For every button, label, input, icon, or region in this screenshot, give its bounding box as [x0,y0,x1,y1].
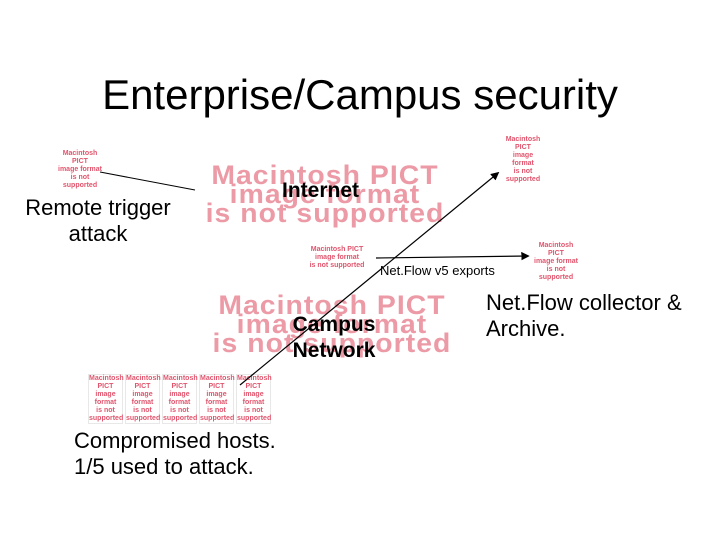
host-image: Macintosh PICT image format is not suppo… [88,374,124,424]
host-image: Macintosh PICT image format is not suppo… [199,374,235,424]
internet-host-image: Macintosh PICT image format is not suppo… [503,136,543,184]
compromised-hosts-images: Macintosh PICT image format is not suppo… [88,374,272,424]
campus-cloud-image: Macintosh PICT image format is not suppo… [212,290,452,358]
campus-network-label: Campus Network [292,313,376,362]
collector-server-image: Macintosh PICT image format is not suppo… [530,242,582,282]
compromised-hosts-label: Compromised hosts. 1/5 used to attack. [74,428,276,479]
internet-label: Internet [282,179,360,202]
slide-title: Enterprise/Campus security [102,71,618,118]
router-image: Macintosh PICT image format is not suppo… [302,246,372,270]
netflow-export-arrow [375,251,530,261]
collector-label: Net.Flow collector & Archive. [486,290,682,341]
trigger-line [99,171,196,191]
netflow-exports-label: Net.Flow v5 exports [380,263,495,278]
host-image: Macintosh PICT image format is not suppo… [162,374,198,424]
host-image: Macintosh PICT image format is not suppo… [236,374,272,424]
host-image: Macintosh PICT image format is not suppo… [125,374,161,424]
internet-cloud-image: Macintosh PICT image format is not suppo… [205,160,445,228]
remote-trigger-label: Remote trigger attack [25,195,171,246]
remote-attacker-image: Macintosh PICT image format is not suppo… [58,150,102,190]
attack-path-arrow [239,171,500,386]
